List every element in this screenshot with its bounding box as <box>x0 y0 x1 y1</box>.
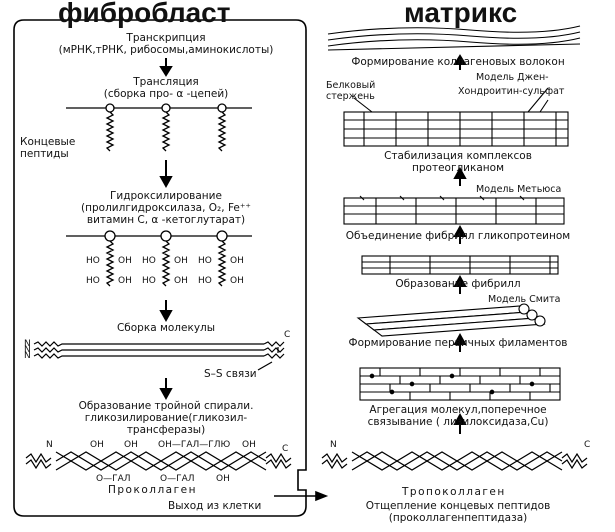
hydroxyl-label: HO <box>198 276 212 286</box>
matrix-flow-arrows <box>453 54 467 434</box>
cleavage-enzyme: (проколлагенпептидаза) <box>388 512 528 524</box>
helix-n-terminus: N <box>46 440 53 450</box>
protein-core-line2: стержень <box>326 91 375 102</box>
hydroxyl-label: HO <box>142 256 156 266</box>
helix-oh-label: ОН <box>216 474 230 484</box>
helix-oh-label: ОН <box>124 440 138 450</box>
left-flow-arrows <box>159 58 173 401</box>
transferases-label: трансферазы) <box>126 424 206 436</box>
proteoglycan-complex <box>343 87 569 147</box>
hydroxylated-chains <box>66 230 252 287</box>
primary-filaments-label: Формирование первичных филаментов <box>348 337 568 349</box>
stabilization-step: Стабилизация комплексов протеогликаном <box>318 150 598 174</box>
hydroxyl-label: OH <box>230 276 244 286</box>
tropocollagen-label: Тропоколлаген <box>402 486 506 498</box>
fibroblast-header: фибробласт <box>58 0 231 28</box>
chondroitin-sulfate-label: Хондроитин-сульфат <box>458 86 565 97</box>
translation-step: Трансляция (сборка про- α -цепей) <box>16 76 316 100</box>
n-terminus-label: N <box>24 351 31 361</box>
model-smith-label: Модель Смита <box>488 294 561 305</box>
n-terminus-label: N <box>24 345 31 355</box>
end-peptides-line1: Концевые <box>20 136 76 148</box>
hydroxylation-cofactors: витамин С, α -кетоглутарат) <box>86 214 246 226</box>
n-terminus-label: N <box>24 339 31 349</box>
helix-c-terminus: C <box>282 444 289 454</box>
hydroxyl-label: HO <box>86 256 100 266</box>
protein-core-line1: Белковый <box>326 80 376 91</box>
fibroblast-frame <box>13 19 307 517</box>
protein-core-label: Белковый стержень <box>326 80 375 102</box>
aggregation-title: Агрегация молекул,поперечное <box>369 404 547 416</box>
fibril-formation-label: Образование фибрилл <box>395 278 521 290</box>
hydroxyl-label: HO <box>198 256 212 266</box>
model-jenkins-label: Модель Джен- <box>476 72 549 83</box>
cross-linked-aggregate <box>359 367 561 401</box>
helix-oh-label: ОН <box>90 440 104 450</box>
translation-chains <box>66 103 252 152</box>
hydroxyl-label: OH <box>118 276 132 286</box>
procollagen-label: Проколлаген <box>108 484 197 496</box>
assembly-step: Сборка молекулы <box>116 322 216 334</box>
transcription-details: (мРНК,тРНК, рибосомы,аминокислоты) <box>58 44 274 56</box>
procollagen-helix <box>25 451 292 471</box>
aggregation-step: Агрегация молекул,поперечное связывание … <box>318 404 598 428</box>
peptide-cleavage-step: Отщепление концевых пептидов (проколлаге… <box>318 500 598 524</box>
hydroxyl-label: OH <box>174 276 188 286</box>
transcription-title: Транскрипция <box>126 32 206 44</box>
end-peptides-label: Концевые пептиды <box>20 136 75 160</box>
tropocollagen-helix <box>321 451 588 471</box>
hydroxylation-step: Гидроксилирование (пролилгидроксилаза, O… <box>16 190 316 226</box>
triple-helix-title: Образование тройной спирали. <box>78 400 254 412</box>
tropocollagen-c-terminus: C <box>584 440 591 450</box>
helix-oh-label: ОН <box>242 440 256 450</box>
primary-filaments <box>356 303 546 337</box>
hydroxyl-label: OH <box>118 256 132 266</box>
c-terminus-label: C <box>284 330 291 340</box>
glycosylation-label: гликозилирование(гликозил- <box>84 412 248 424</box>
helix-o-gal-label: О—ГАЛ <box>160 474 195 484</box>
stabilization-title: Стабилизация комплексов <box>384 150 532 162</box>
matrix-header: матрикс <box>404 0 518 28</box>
cleavage-title: Отщепление концевых пептидов <box>365 500 551 512</box>
end-peptides-line2: пептиды <box>20 148 69 160</box>
triple-helix-step: Образование тройной спирали. гликозилиро… <box>16 400 316 436</box>
hydroxylation-title: Гидроксилирование <box>110 190 222 202</box>
helix-o-gal-label: О—ГАЛ <box>96 474 131 484</box>
hydroxyl-label: HO <box>86 276 100 286</box>
glycoprotein-fibrils <box>343 195 565 225</box>
hydroxylation-enzymes: (пролилгидроксилаза, O₂, Fe⁺⁺ <box>81 202 251 214</box>
hydroxyl-label: HO <box>142 276 156 286</box>
model-mathews-label: Модель Метьюса <box>476 184 562 195</box>
assembled-molecule <box>33 341 285 371</box>
collagen-fibers-label: Формирование коллагеновых волокон <box>351 56 565 68</box>
exit-cell-label: Выход из клетки <box>168 500 262 512</box>
collagen-fibers <box>327 25 581 51</box>
fibril-union-label: Объединение фибрилл гликопротеином <box>345 230 571 242</box>
cross-linking-label: связывание ( лизилоксидаза,Cu) <box>367 416 549 428</box>
exit-arrow <box>274 490 329 502</box>
translation-details: (сборка про- α -цепей) <box>103 88 229 100</box>
proteoglycan-label: протеогликаном <box>412 162 504 174</box>
translation-title: Трансляция <box>133 76 199 88</box>
disulfide-bonds-label: S–S связи <box>204 368 257 380</box>
fibril-bands <box>361 255 559 275</box>
helix-gal-glu-label: ОН—ГАЛ—ГЛЮ <box>158 440 231 450</box>
hydroxyl-label: OH <box>174 256 188 266</box>
transcription-step: Транскрипция (мРНК,тРНК, рибосомы,аминок… <box>16 32 316 56</box>
hydroxyl-label: OH <box>230 256 244 266</box>
tropocollagen-n-terminus: N <box>330 440 337 450</box>
